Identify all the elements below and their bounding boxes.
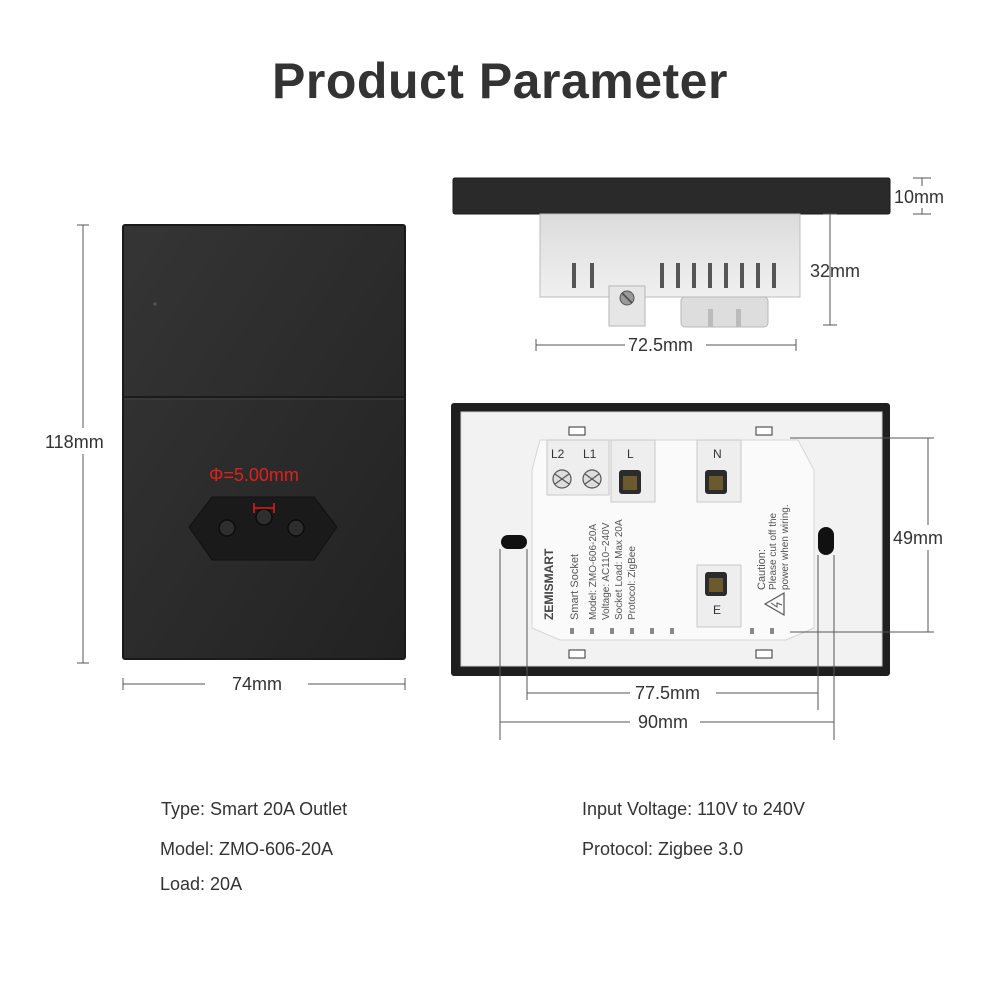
page-title: Product Parameter — [272, 53, 728, 109]
side-view: 10mm 32mm 72.5mm — [452, 177, 953, 355]
back-view: L2 L1 L N E ZEMISMART — [451, 403, 943, 740]
socket-recess — [188, 496, 338, 561]
label-caution-line2: power when wiring. — [780, 504, 791, 590]
label-protocol: Protocol: ZigBee — [627, 546, 638, 620]
label-brand: ZEMISMART — [542, 548, 556, 620]
hole-diameter-label: Φ=5.00mm — [209, 465, 299, 485]
label-voltage: Voltage: AC110~240V — [601, 522, 612, 620]
back-outer-width-label: 90mm — [638, 712, 688, 732]
front-height-label: 118mm — [45, 432, 104, 452]
spec-input-voltage: Input Voltage: 110V to 240V — [582, 799, 805, 819]
indicator-led — [153, 302, 157, 306]
front-view: Φ=5.00mm 118mm 74mm — [42, 224, 406, 694]
front-panel — [122, 224, 406, 660]
back-hole-spacing-label: 49mm — [893, 528, 943, 548]
terminal-l2-label: L2 — [551, 447, 565, 461]
side-face-plate — [452, 177, 891, 215]
spec-type: Type: Smart 20A Outlet — [161, 799, 348, 819]
spec-load: Load: 20A — [160, 874, 243, 894]
terminal-n-label: N — [713, 447, 722, 461]
mount-slot-right — [818, 527, 834, 555]
side-thickness-label: 10mm — [894, 187, 944, 207]
side-body — [539, 213, 801, 298]
socket-hole-center — [255, 508, 273, 526]
terminal-l1-label: L1 — [583, 447, 597, 461]
side-depth-label: 32mm — [810, 261, 860, 281]
label-product: Smart Socket — [569, 554, 581, 620]
back-inner-width-label: 77.5mm — [635, 683, 700, 703]
mount-slot-left — [501, 535, 527, 549]
front-width-label: 74mm — [232, 674, 282, 694]
warning-icon — [763, 591, 785, 617]
terminal-l-label: L — [627, 447, 634, 461]
label-caution-title: Caution: — [756, 549, 768, 590]
side-plug-module — [680, 296, 769, 328]
spec-protocol: Protocol: Zigbee 3.0 — [582, 839, 744, 859]
label-model: Model: ZMO-606-20A — [588, 524, 599, 620]
side-width-label: 72.5mm — [628, 335, 693, 355]
label-load: Socket Load: Max 20A — [614, 519, 625, 620]
spec-model: Model: ZMO-606-20A — [160, 839, 334, 859]
label-caution-line1: Please cut off the — [768, 512, 779, 590]
socket-hole-right — [287, 519, 305, 537]
side-screw-housing — [608, 285, 646, 327]
socket-hole-left — [218, 519, 236, 537]
terminal-e-label: E — [713, 603, 721, 617]
